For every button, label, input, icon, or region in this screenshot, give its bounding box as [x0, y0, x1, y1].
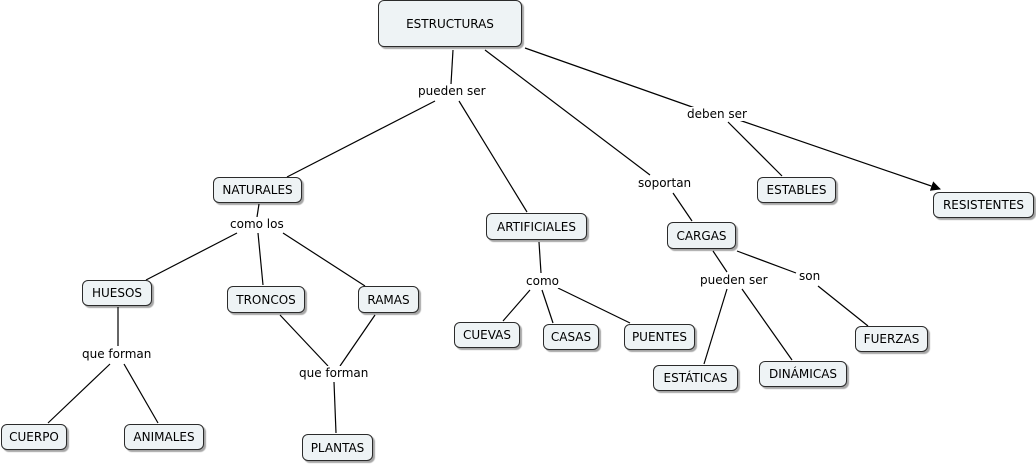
line-cargas-son	[736, 250, 797, 274]
line-cargas-pueden-ser	[712, 250, 728, 273]
concept-estructuras[interactable]: ESTRUCTURAS	[378, 0, 522, 47]
link-label-pueden-ser: pueden ser	[416, 84, 488, 98]
line-ramas-que-forman	[339, 314, 376, 367]
concept-puentes[interactable]: PUENTES	[624, 324, 695, 350]
concept-estaticas[interactable]: ESTÁTICAS	[653, 365, 738, 391]
line-pueden-ser-estaticas	[703, 288, 728, 365]
line-deben-ser-resistentes	[738, 119, 941, 191]
line-como-los-ramas	[282, 232, 366, 287]
line-pueden-ser-artificiales	[458, 100, 528, 213]
concept-fuerzas[interactable]: FUERZAS	[855, 326, 928, 352]
line-que-forman-animales	[123, 363, 159, 424]
line-deben-ser-estables	[727, 121, 783, 177]
link-label-que-forman-huesos: que forman	[80, 347, 154, 361]
line-como-casas	[541, 289, 554, 324]
concept-resistentes[interactable]: RESISTENTES	[933, 192, 1034, 218]
link-label-como: como	[524, 274, 561, 288]
concept-cargas[interactable]: CARGAS	[667, 222, 736, 249]
link-label-soportan: soportan	[636, 176, 694, 190]
concept-plantas[interactable]: PLANTAS	[302, 434, 373, 461]
link-label-que-forman-plantas: que forman	[297, 366, 371, 380]
line-como-los-huesos	[145, 232, 238, 281]
line-como-los-troncos	[257, 232, 264, 286]
line-soportan-cargas	[672, 192, 693, 222]
line-como-cuevas	[502, 289, 531, 322]
concept-estables[interactable]: ESTABLES	[757, 177, 836, 203]
link-label-son: son	[797, 269, 823, 283]
concept-cuerpo[interactable]: CUERPO	[1, 424, 67, 450]
line-que-forman-plantas	[333, 381, 337, 434]
concept-naturales[interactable]: NATURALES	[213, 177, 302, 203]
concept-ramas[interactable]: RAMAS	[358, 286, 419, 313]
line-estructuras-pueden-ser	[450, 49, 454, 85]
concept-cuevas[interactable]: CUEVAS	[454, 322, 520, 348]
link-label-como-los: como los	[228, 217, 286, 231]
line-estructuras-soportan	[484, 49, 651, 176]
concept-troncos[interactable]: TRONCOS	[227, 286, 305, 313]
link-label-pueden-ser-cargas: pueden ser	[698, 273, 770, 287]
line-son-fuerzas	[817, 285, 869, 327]
line-artificiales-como	[538, 241, 542, 274]
link-label-deben-ser: deben ser	[685, 107, 749, 121]
line-que-forman-cuerpo	[47, 363, 111, 424]
line-pueden-ser-naturales	[286, 100, 436, 178]
concept-dinamicas[interactable]: DINÁMICAS	[759, 361, 847, 387]
line-como-puentes	[557, 287, 631, 324]
line-pueden-ser-dinamicas	[741, 288, 793, 361]
concept-animales[interactable]: ANIMALES	[124, 424, 204, 450]
line-naturales-como-los	[256, 203, 260, 218]
line-estructuras-deben-ser	[524, 47, 696, 109]
concept-artificiales[interactable]: ARTIFICIALES	[486, 213, 587, 240]
concept-huesos[interactable]: HUESOS	[82, 280, 152, 306]
concept-casas[interactable]: CASAS	[543, 324, 599, 350]
line-troncos-que-forman	[279, 314, 329, 367]
